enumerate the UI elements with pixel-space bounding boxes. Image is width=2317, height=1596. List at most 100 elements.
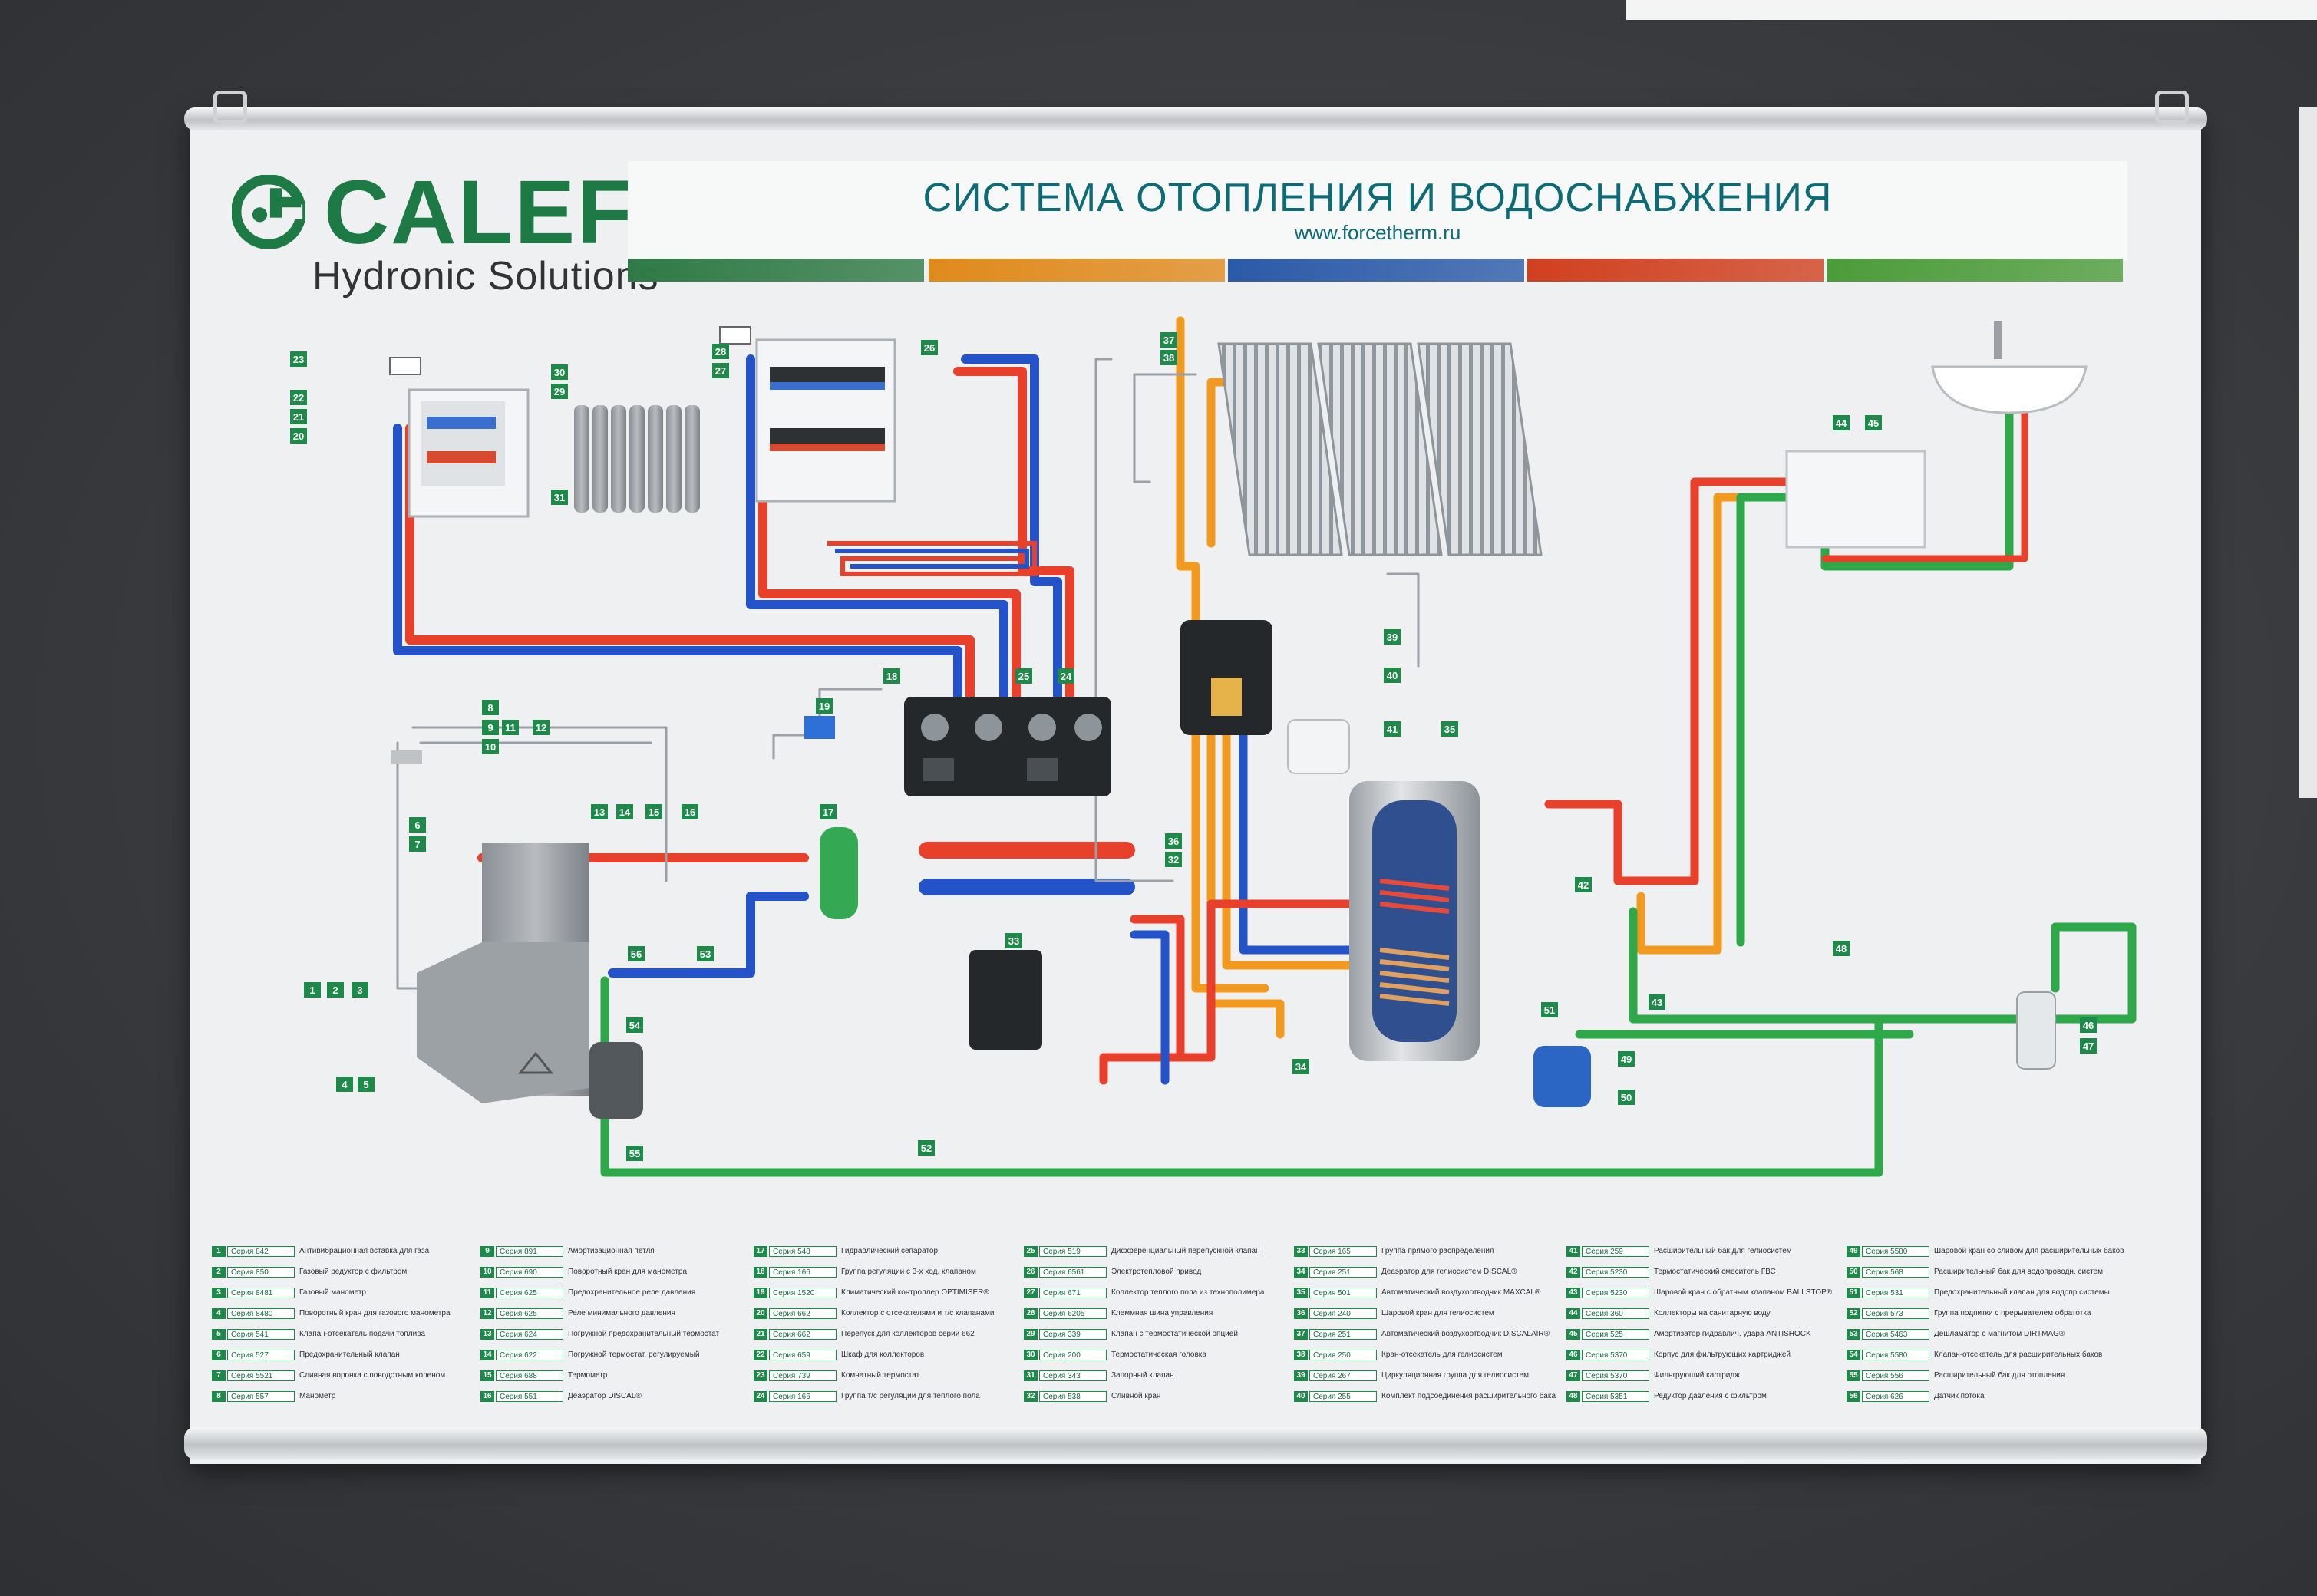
tag-22: 22: [290, 390, 307, 405]
tag-30: 30: [551, 364, 568, 380]
legend-description: Предохранительный клапан для водопр сист…: [1934, 1288, 2110, 1297]
tag-37: 37: [1160, 332, 1177, 348]
legend-series: Серия 5230: [1582, 1267, 1649, 1278]
legend-description: Коллекторы на санитарную воду: [1654, 1309, 1771, 1317]
tag-39: 39: [1384, 629, 1401, 645]
legend-number: 41: [1566, 1246, 1580, 1257]
legend-description: Электротепловой привод: [1111, 1268, 1202, 1276]
hydraulic-separator: [820, 827, 858, 919]
legend-description: Шаровой кран для гелиосистем: [1381, 1309, 1494, 1317]
tag-26: 26: [921, 340, 938, 355]
pump-group-block: [904, 697, 1111, 796]
legend-number: 51: [1847, 1288, 1860, 1298]
legend-series: Серия 5230: [1582, 1288, 1649, 1298]
tag-55: 55: [626, 1146, 643, 1161]
legend-description: Фильтрующий картридж: [1654, 1371, 1740, 1380]
tag-2: 2: [327, 982, 344, 998]
svg-text:20: 20: [293, 430, 304, 442]
svg-text:9: 9: [487, 722, 493, 734]
legend-series: Серия 251: [1309, 1267, 1377, 1278]
legend-description: Циркуляционная группа для гелиосистем: [1381, 1371, 1529, 1380]
legend-series: Серия 5580: [1862, 1350, 1929, 1360]
tag-48: 48: [1833, 941, 1850, 956]
svg-text:27: 27: [715, 365, 726, 377]
legend-description: Клеммная шина управления: [1111, 1309, 1213, 1317]
tag-36: 36: [1165, 833, 1182, 849]
pipe-network: [393, 316, 2137, 1177]
tag-5: 5: [358, 1077, 375, 1092]
legend-series: Серия 343: [1039, 1370, 1107, 1381]
legend-description: Шаровой кран с обратным клапаном BALLSTO…: [1654, 1288, 1833, 1297]
svg-text:17: 17: [823, 806, 833, 818]
poster-url: www.forcetherm.ru: [1294, 221, 1461, 244]
svg-text:35: 35: [1444, 724, 1455, 735]
legend-number: 15: [480, 1370, 494, 1381]
legend-number: 17: [754, 1246, 767, 1257]
legend-number: 55: [1847, 1370, 1860, 1381]
heating-expansion-tank: [589, 1042, 643, 1119]
legend-series: Серия 626: [1862, 1391, 1929, 1402]
legend-number: 49: [1847, 1246, 1860, 1257]
legend-series: Серия 5521: [227, 1370, 295, 1381]
legend-series: Серия 501: [1309, 1288, 1377, 1298]
system-diagram: 1234567891011121314151617181920212223242…: [290, 316, 2137, 1177]
wall-frame-right: [2299, 107, 2317, 798]
boiler-flue: [391, 750, 422, 764]
legend-number: 10: [480, 1267, 494, 1278]
legend-description: Термостатическая головка: [1111, 1350, 1206, 1359]
legend-description: Группа прямого распределения: [1381, 1247, 1494, 1255]
legend-series: Серия 557: [227, 1391, 295, 1402]
tag-53: 53: [697, 946, 714, 961]
legend-description: Шаровой кран со сливом для расширительны…: [1934, 1247, 2124, 1255]
legend-series: Серия 525: [1582, 1329, 1649, 1340]
header-color-strip: [1527, 259, 1824, 282]
legend-number: 8: [212, 1391, 226, 1402]
legend-number: 13: [480, 1329, 494, 1340]
svg-text:54: 54: [629, 1020, 641, 1031]
legend-series: Серия 556: [1862, 1370, 1929, 1381]
legend-series: Серия 255: [1309, 1391, 1377, 1402]
tag-54: 54: [626, 1017, 643, 1033]
legend-number: 21: [754, 1329, 767, 1340]
svg-text:7: 7: [414, 839, 420, 850]
legend-series: Серия 250: [1309, 1350, 1377, 1360]
tag-19: 19: [816, 698, 833, 714]
legend-series: Серия 551: [496, 1391, 563, 1402]
tag-7: 7: [409, 836, 426, 852]
tag-49: 49: [1618, 1051, 1635, 1067]
legend-number: 52: [1847, 1308, 1860, 1319]
svg-text:10: 10: [485, 741, 496, 753]
legend-series: Серия 6205: [1039, 1308, 1107, 1319]
legend-description: Расширительный бак для отопления: [1934, 1371, 2065, 1380]
tag-42: 42: [1575, 877, 1592, 892]
svg-text:15: 15: [649, 806, 659, 818]
svg-text:16: 16: [685, 806, 695, 818]
legend-number: 20: [754, 1308, 767, 1319]
legend-description: Группа т/с регуляции для теплого пола: [841, 1392, 980, 1400]
svg-text:43: 43: [1652, 997, 1662, 1008]
legend-description: Деаэратор DISCAL®: [568, 1392, 642, 1400]
bottom-rod: [184, 1427, 2207, 1459]
svg-text:55: 55: [629, 1148, 640, 1159]
legend-description: Сливная воронка с поводотным коленом: [299, 1371, 446, 1380]
filter-housing: [2016, 991, 2056, 1070]
